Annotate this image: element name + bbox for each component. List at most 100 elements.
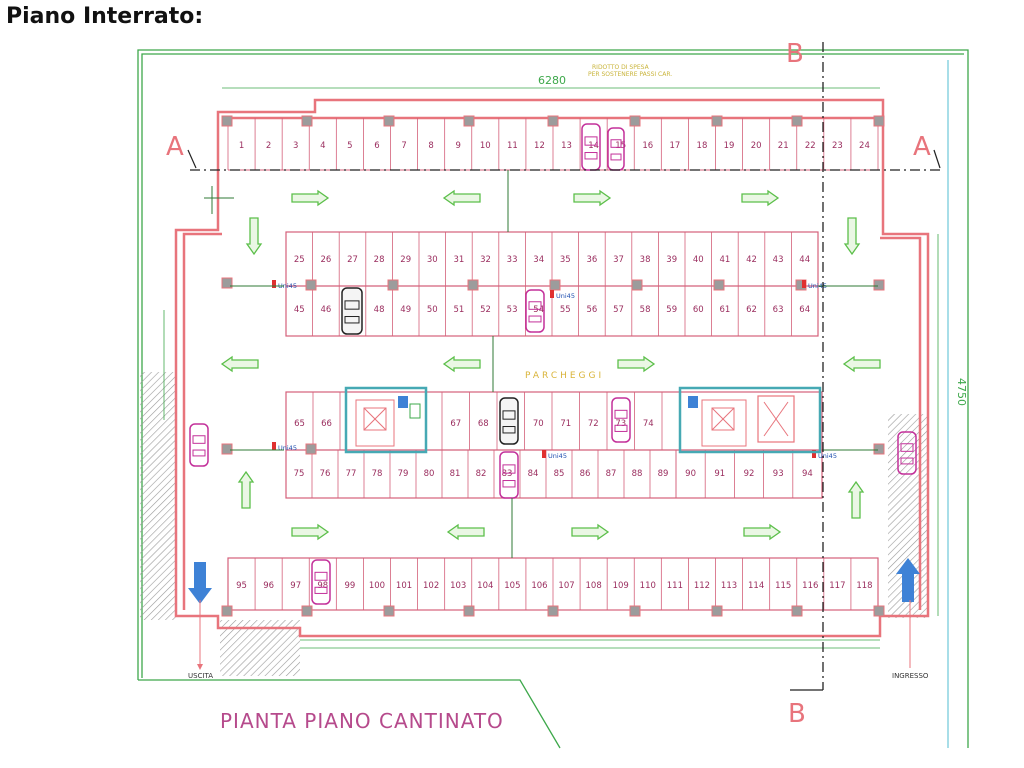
pillar xyxy=(873,115,885,127)
parking-space-112: 112 xyxy=(694,581,710,591)
parking-space-55: 55 xyxy=(560,305,571,315)
direction-arrow xyxy=(617,355,656,373)
parked-car xyxy=(311,559,331,605)
pillar xyxy=(463,115,475,127)
parking-space-38: 38 xyxy=(640,255,651,265)
parking-space-60: 60 xyxy=(693,305,704,315)
parking-space-61: 61 xyxy=(719,305,730,315)
parking-space-59: 59 xyxy=(666,305,677,315)
pillar xyxy=(873,443,885,455)
parking-space-46: 46 xyxy=(320,305,331,315)
parking-space-91: 91 xyxy=(714,469,725,479)
direction-arrow xyxy=(741,189,780,207)
parking-space-86: 86 xyxy=(580,469,591,479)
parking-space-75: 75 xyxy=(294,469,305,479)
parking-space-87: 87 xyxy=(606,469,617,479)
parking-space-80: 80 xyxy=(424,469,435,479)
parking-space-36: 36 xyxy=(586,255,597,265)
parking-space-117: 117 xyxy=(829,581,845,591)
parked-car xyxy=(525,289,545,333)
top-note-line-1: RIDOTTO DI SPESA xyxy=(592,64,650,71)
fire-extinguisher-icon xyxy=(272,442,276,450)
pillar xyxy=(301,605,313,617)
parking-space-81: 81 xyxy=(450,469,461,479)
section-label-a-left: A xyxy=(166,132,184,162)
parking-space-37: 37 xyxy=(613,255,624,265)
pillar xyxy=(221,605,233,617)
stair-core-left xyxy=(344,386,428,454)
direction-arrow xyxy=(442,189,481,207)
parking-space-4: 4 xyxy=(320,141,325,151)
parking-space-70: 70 xyxy=(533,419,544,429)
parking-space-113: 113 xyxy=(721,581,737,591)
parking-space-18: 18 xyxy=(697,141,708,151)
parking-space-77: 77 xyxy=(346,469,357,479)
parking-space-43: 43 xyxy=(773,255,784,265)
traffic-arrows xyxy=(220,189,881,541)
fire-extinguisher-icon xyxy=(550,290,554,298)
exit-ramp-hatch xyxy=(140,372,176,620)
direction-arrow xyxy=(842,355,881,373)
parked-car xyxy=(189,423,209,467)
parking-space-84: 84 xyxy=(528,469,539,479)
parking-space-42: 42 xyxy=(746,255,757,265)
parking-space-95: 95 xyxy=(236,581,247,591)
parking-space-52: 52 xyxy=(480,305,491,315)
parking-space-72: 72 xyxy=(588,419,599,429)
pillar xyxy=(873,279,885,291)
pillar xyxy=(549,279,561,291)
pillar xyxy=(711,115,723,127)
parking-space-89: 89 xyxy=(658,469,669,479)
direction-arrow xyxy=(291,523,330,541)
fire-extinguisher-icon xyxy=(802,280,806,288)
parking-space-107: 107 xyxy=(558,581,574,591)
parking-space-76: 76 xyxy=(320,469,331,479)
parking-space-24: 24 xyxy=(859,141,870,151)
parking-space-44: 44 xyxy=(799,255,810,265)
parking-space-45: 45 xyxy=(294,305,305,315)
parking-space-103: 103 xyxy=(450,581,466,591)
pillar xyxy=(383,605,395,617)
direction-arrow xyxy=(291,189,330,207)
direction-arrow xyxy=(442,355,481,373)
parking-space-101: 101 xyxy=(396,581,412,591)
parked-car xyxy=(897,431,917,475)
exit-label: USCITA xyxy=(188,672,213,680)
parking-space-62: 62 xyxy=(746,305,757,315)
pillar xyxy=(547,115,559,127)
parking-space-40: 40 xyxy=(693,255,704,265)
parking-space-8: 8 xyxy=(428,141,433,151)
section-label-a-right: A xyxy=(913,132,931,162)
section-label-b-bottom: B xyxy=(788,699,806,729)
parking-space-14: 14 xyxy=(588,141,599,151)
top-note-line-2: PER SOSTENERE PASSI CAR. xyxy=(588,71,672,78)
parking-space-49: 49 xyxy=(400,305,411,315)
parking-space-9: 9 xyxy=(455,141,460,151)
parking-space-20: 20 xyxy=(751,141,762,151)
dimension-width: 6280 xyxy=(538,74,566,87)
direction-arrow xyxy=(237,470,255,509)
ventilation-label: Uni45 xyxy=(556,292,575,300)
parking-space-116: 116 xyxy=(802,581,818,591)
parking-space-51: 51 xyxy=(453,305,464,315)
parking-space-26: 26 xyxy=(320,255,331,265)
parking-space-10: 10 xyxy=(480,141,491,151)
parked-cars xyxy=(189,123,917,605)
parking-space-65: 65 xyxy=(294,419,305,429)
pillar xyxy=(463,605,475,617)
plan-title: PIANTA PIANO CANTINATO xyxy=(220,709,504,733)
exit-hatch-bottom xyxy=(220,620,300,676)
parking-space-39: 39 xyxy=(666,255,677,265)
dimension-height: 4750 xyxy=(955,378,968,406)
parking-space-32: 32 xyxy=(480,255,491,265)
parking-space-94: 94 xyxy=(802,469,813,479)
pillar xyxy=(305,443,317,455)
parking-space-88: 88 xyxy=(632,469,643,479)
parking-space-105: 105 xyxy=(504,581,520,591)
parking-space-31: 31 xyxy=(453,255,464,265)
fire-extinguisher-icon xyxy=(812,450,816,458)
